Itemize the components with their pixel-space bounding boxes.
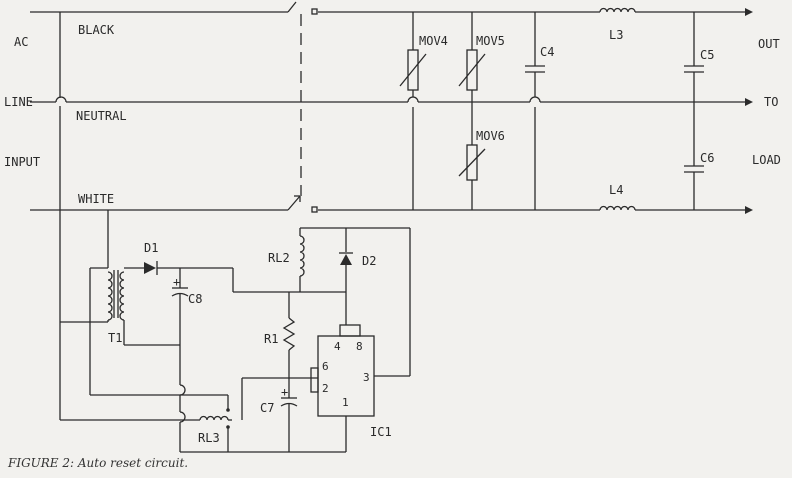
- label-input: INPUT: [4, 155, 40, 169]
- mov6: [458, 102, 486, 210]
- label-pin1: 1: [342, 396, 349, 409]
- label-c4: C4: [540, 45, 554, 59]
- label-ic1: IC1: [370, 425, 392, 439]
- label-r1: R1: [264, 332, 278, 346]
- label-out: OUT: [758, 37, 780, 51]
- label-rl2: RL2: [268, 251, 290, 265]
- label-d1: D1: [144, 241, 158, 255]
- capacitor-c7: [280, 397, 298, 452]
- label-l3: L3: [609, 28, 623, 42]
- label-rl3: RL3: [198, 431, 220, 445]
- white-line: [30, 195, 753, 214]
- label-pin2: 2: [322, 382, 329, 395]
- label-c5: C5: [700, 48, 714, 62]
- mov4: [399, 12, 427, 210]
- capacitor-c5: [684, 12, 704, 102]
- label-d2: D2: [362, 254, 376, 268]
- label-mov6: MOV6: [476, 129, 505, 143]
- label-load: LOAD: [752, 153, 781, 167]
- label-white: WHITE: [78, 192, 114, 206]
- to-arrow-icon: [745, 98, 753, 106]
- label-t1: T1: [108, 331, 122, 345]
- relay-rl3: [180, 377, 346, 453]
- label-c7: C7: [260, 401, 274, 415]
- label-ac: AC: [14, 35, 28, 49]
- inductor-l3: [599, 7, 636, 13]
- ic1-timer: [310, 324, 375, 452]
- label-pin3: 3: [363, 371, 370, 384]
- label-line: LINE: [4, 95, 33, 109]
- capacitor-c8: [171, 268, 189, 452]
- resistor-r1: [282, 292, 296, 398]
- capacitor-c4: [525, 12, 545, 210]
- out-arrow-icon: [745, 8, 753, 16]
- label-to: TO: [764, 95, 778, 109]
- label-pin4: 4: [334, 340, 341, 353]
- relay-rl2: [299, 228, 305, 292]
- label-c8: C8: [188, 292, 202, 306]
- label-c8-plus: +: [173, 275, 180, 289]
- label-pin8: 8: [356, 340, 363, 353]
- figure-caption: FIGURE 2: Auto reset circuit.: [8, 456, 189, 470]
- neutral-line: [30, 96, 753, 106]
- label-neutral: NEUTRAL: [76, 109, 127, 123]
- label-mov5: MOV5: [476, 34, 505, 48]
- inductor-l4: [599, 205, 636, 211]
- label-black: BLACK: [78, 23, 115, 37]
- label-l4: L4: [609, 183, 623, 197]
- black-line: [30, 1, 753, 16]
- label-c6: C6: [700, 151, 714, 165]
- load-arrow-icon: [745, 206, 753, 214]
- transformer-t1: [60, 210, 180, 395]
- label-c7-plus: +: [281, 385, 288, 399]
- label-mov4: MOV4: [419, 34, 448, 48]
- diode-d2: [339, 228, 353, 325]
- capacitor-c6: [684, 102, 704, 210]
- mov5: [458, 12, 486, 102]
- diode-d1: [144, 261, 233, 275]
- label-pin6: 6: [322, 360, 329, 373]
